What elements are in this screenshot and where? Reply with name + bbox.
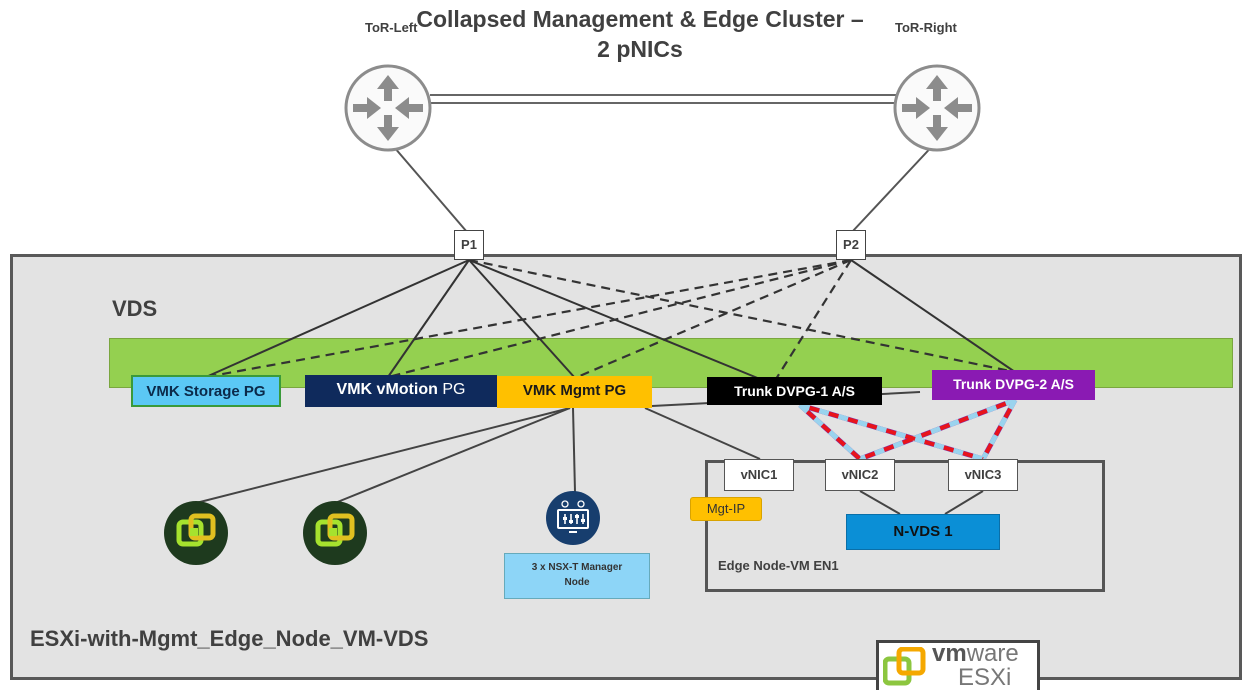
mgmt-nsx-link <box>572 407 576 493</box>
mgt-ip-badge: Mgt-IP <box>690 497 762 521</box>
logo-vm-text: vm <box>932 640 967 667</box>
p2-mgmt-dashed <box>574 258 852 380</box>
p1-trunk2-dashed <box>468 258 1016 374</box>
esxi-host-container <box>10 254 1242 680</box>
p1-vmotion-link <box>387 259 470 378</box>
edge-node-vm-box <box>705 460 1105 592</box>
p2-vmotion-dashed <box>387 258 852 379</box>
n-vds-1: N-VDS 1 <box>846 514 1000 550</box>
vmware-wordmark: vmware <box>932 640 1019 668</box>
vnic2: vNIC2 <box>825 459 895 491</box>
vmware-mark-icon <box>883 647 926 686</box>
vnic2-nvds-link <box>859 490 901 515</box>
vcenter-icon <box>164 501 228 565</box>
pg-vmk-vmotion: VMK vMotion PG <box>305 375 497 407</box>
vcenter-icon <box>303 501 367 565</box>
uplink-tor-right-p2 <box>851 139 939 233</box>
diagram-title: Collapsed Management & Edge Cluster – 2 … <box>380 4 900 64</box>
trunk1-vnic2-link <box>798 403 862 461</box>
mgmt-vm1-link <box>195 407 571 504</box>
vnic3-nvds-link <box>944 490 984 515</box>
pg-vmk-mgmt: VMK Mgmt PG <box>497 376 652 408</box>
vnic1: vNIC1 <box>724 459 794 491</box>
title-line2: 2 pNICs <box>597 36 683 62</box>
port-p2: P2 <box>836 230 866 260</box>
mgmt-vm2-link <box>334 407 571 504</box>
router-icon <box>893 64 981 152</box>
title-line1: Collapsed Management & Edge Cluster – <box>416 6 864 32</box>
p1-storage-link <box>205 259 470 378</box>
p2-trunk2-link <box>850 259 1016 373</box>
p2-trunk1-dashed <box>775 259 852 380</box>
mgmt-vnic1-link <box>644 407 761 460</box>
tor-left-label: ToR-Left <box>365 20 418 35</box>
vnic3: vNIC3 <box>948 459 1018 491</box>
trunk1-vnic3-link <box>799 403 984 461</box>
vds-label: VDS <box>112 296 158 321</box>
pg-vmotion-bold: VMK vMotion <box>336 381 438 398</box>
nsx-manager-icon <box>546 491 600 545</box>
p2-storage-dashed <box>205 258 852 379</box>
logo-esxi-text: ESXi <box>958 664 1012 691</box>
trunk2-vnic2-link <box>859 398 1016 461</box>
nsx-label-line2: Node <box>564 577 590 588</box>
port-p1: P1 <box>454 230 484 260</box>
host-label: ESXi-with-Mgmt_Edge_Node_VM-VDS <box>30 626 429 651</box>
pg-vmotion-suffix: PG <box>437 381 466 398</box>
pg-trunk-dvpg-1: Trunk DVPG-1 A/S <box>707 377 882 405</box>
pg-trunk-dvpg-2: Trunk DVPG-2 A/S <box>932 370 1095 400</box>
logo-ware-text: ware <box>966 640 1019 667</box>
router-icon <box>344 64 432 152</box>
tor-right-label: ToR-Right <box>895 20 957 35</box>
pg-vmk-storage: VMK Storage PG <box>131 375 281 407</box>
nsx-label-line1: 3 x NSX-T Manager <box>531 562 623 573</box>
trunk2-vnic3-link <box>981 399 1017 460</box>
vmware-esxi-logo <box>876 640 1040 690</box>
uplink-tor-left-p1 <box>387 139 468 233</box>
edge-node-label: Edge Node-VM EN1 <box>718 558 839 573</box>
nsx-manager-label: 3 x NSX-T Manager Node <box>504 553 650 599</box>
